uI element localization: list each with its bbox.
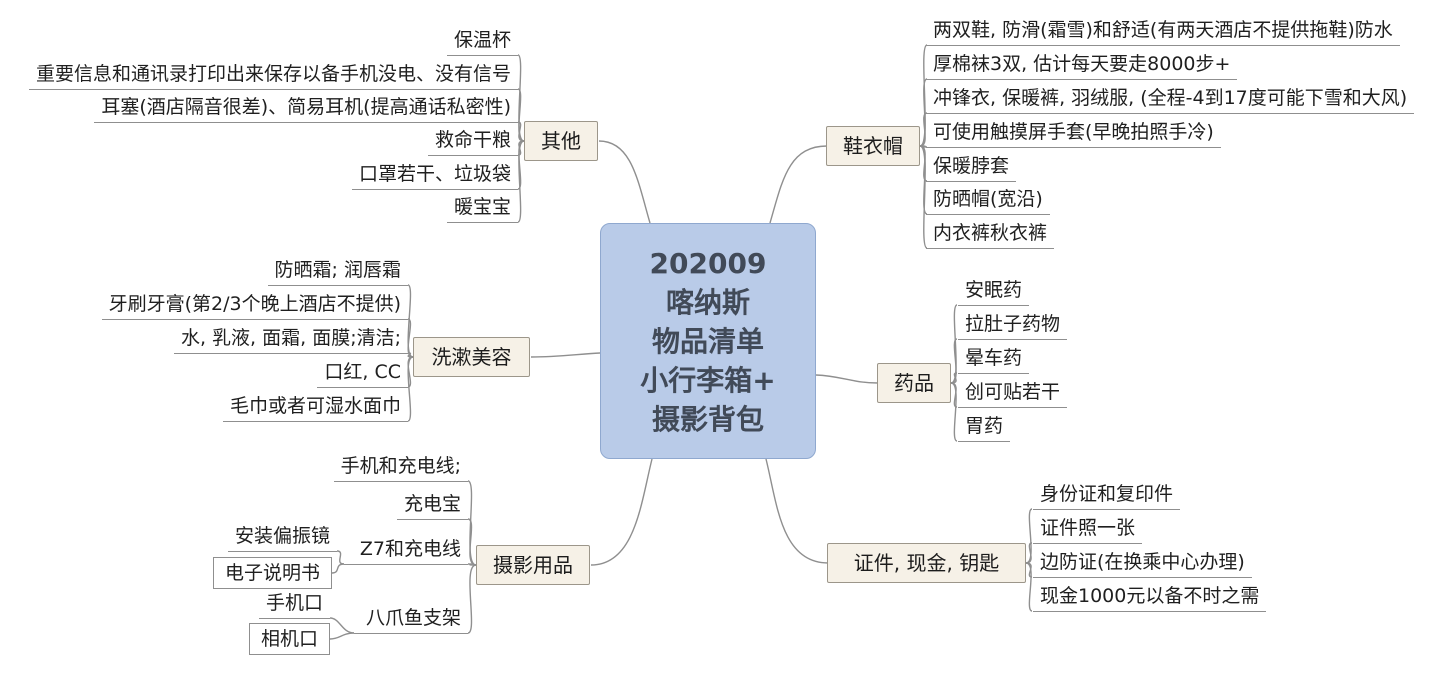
leaf-topic[interactable]: 内衣裤秋衣裤 — [926, 220, 1055, 249]
edge-line — [919, 145, 928, 249]
edges-other — [517, 54, 525, 223]
leaf-topic[interactable]: 冲锋衣, 保暖裤, 羽绒服, (全程-4到17度可能下雪和大风) — [926, 85, 1415, 114]
branch-topic-toiletries-beauty[interactable]: 洗漱美容 — [413, 337, 530, 377]
edge-line — [590, 458, 653, 566]
leaf-topic[interactable]: 两双鞋, 防滑(霜雪)和舒适(有两天酒店不提供拖鞋)防水 — [926, 17, 1400, 46]
edge-line — [815, 374, 879, 384]
edge-line — [769, 145, 828, 224]
edge-line — [765, 458, 829, 564]
leaf-topic[interactable]: 毛巾或者可湿水面巾 — [222, 393, 408, 422]
leaf-topic[interactable]: 重要信息和通讯录打印出来保存以备手机没电、没有信号 — [28, 61, 518, 90]
leaf-topic-boxed[interactable]: 电子说明书 — [212, 557, 332, 589]
edge-line — [950, 382, 958, 442]
edge-line — [329, 617, 355, 634]
leaf-topic[interactable]: 手机和充电线; — [333, 453, 468, 482]
leaf-topic[interactable]: 晕车药 — [958, 345, 1030, 374]
edge-line — [919, 112, 928, 147]
leaf-topic[interactable]: 创可贴若干 — [958, 379, 1068, 408]
branch-topic-documents-cash-keys[interactable]: 证件, 现金, 钥匙 — [827, 543, 1026, 583]
branch-topic-other[interactable]: 其他 — [524, 121, 598, 161]
leaf-topic[interactable]: 手机口 — [258, 590, 330, 619]
central-topic[interactable]: 202009 喀纳斯 物品清单 小行李箱+ 摄影背包 — [600, 223, 816, 459]
central-topic-line: 物品清单 — [651, 324, 764, 358]
edge-line — [407, 318, 414, 358]
leaf-topic[interactable]: 身份证和复印件 — [1033, 481, 1181, 510]
central-topic-line: 202009 — [649, 246, 767, 280]
edge-line — [467, 563, 477, 566]
edge-line — [598, 140, 651, 224]
leaf-topic[interactable]: 水, 乳液, 面霜, 面膜;清洁; — [173, 325, 408, 354]
leaf-topic[interactable]: 暖宝宝 — [446, 194, 518, 223]
central-topic-line: 摄影背包 — [651, 402, 764, 436]
leaf-topic[interactable]: 保温杯 — [446, 27, 518, 56]
edges-toiletries-beauty — [407, 284, 414, 422]
edge-line — [407, 356, 414, 422]
central-topic-line: 小行李箱+ — [640, 363, 776, 397]
leaf-topic[interactable]: 保暖脖套 — [926, 153, 1017, 182]
branch-topic-shoes-clothes-hats[interactable]: 鞋衣帽 — [826, 126, 920, 166]
leaf-topic[interactable]: 口罩若干、垃圾袋 — [351, 161, 518, 190]
leaf-topic[interactable]: 厚棉袜3双, 估计每天要走8000步+ — [926, 51, 1238, 80]
edge-line — [331, 563, 345, 574]
leaf-topic[interactable]: 口红, CC — [317, 359, 408, 388]
leaf-topic[interactable]: 安装偏振镜 — [227, 523, 337, 552]
edge-line — [1025, 542, 1033, 564]
leaf-topic[interactable]: 救命干粮 — [427, 127, 518, 156]
edges-shoes-clothes-hats — [919, 44, 928, 249]
leaf-topic[interactable]: 牙刷牙膏(第2/3个晚上酒店不提供) — [101, 291, 408, 320]
edges-medicine — [950, 304, 958, 442]
central-topic-line: 喀纳斯 — [665, 285, 750, 319]
edge-line — [950, 338, 958, 384]
leaf-topic[interactable]: 可使用触摸屏手套(早晚拍照手冷) — [926, 119, 1221, 148]
leaf-topic[interactable]: 八爪鱼支架 — [354, 605, 468, 634]
edge-line — [467, 564, 477, 634]
edge-line — [336, 550, 345, 565]
edge-line — [467, 518, 477, 566]
leaf-topic[interactable]: 充电宝 — [396, 491, 468, 520]
edges-center — [530, 140, 879, 566]
edge-line — [1025, 508, 1033, 564]
leaf-topic[interactable]: 证件照一张 — [1033, 515, 1143, 544]
leaf-topic[interactable]: 现金1000元以备不时之需 — [1033, 583, 1267, 612]
leaf-topic[interactable]: 边防证(在换乘中心办理) — [1033, 549, 1252, 578]
edges-photography — [329, 480, 477, 640]
edge-line — [1025, 562, 1033, 612]
leaf-topic[interactable]: 拉肚子药物 — [958, 311, 1068, 340]
edge-line — [517, 121, 525, 142]
leaf-topic[interactable]: Z7和充电线 — [344, 536, 468, 565]
leaf-topic[interactable]: 耳塞(酒店隔音很差)、简易耳机(提高通话私密性) — [94, 94, 518, 123]
edge-line — [517, 88, 525, 142]
leaf-topic[interactable]: 胃药 — [958, 413, 1011, 442]
leaf-topic-boxed[interactable]: 相机口 — [248, 623, 330, 655]
leaf-topic[interactable]: 防晒霜; 润唇霜 — [267, 257, 408, 286]
leaf-topic[interactable]: 安眠药 — [958, 277, 1030, 306]
branch-topic-photography[interactable]: 摄影用品 — [476, 545, 590, 585]
edge-line — [517, 140, 525, 223]
edge-line — [530, 352, 601, 358]
leaf-topic[interactable]: 防晒帽(宽沿) — [926, 186, 1050, 215]
edge-line — [329, 632, 355, 640]
edges-documents-cash-keys — [1025, 508, 1033, 612]
edge-line — [467, 480, 477, 566]
branch-topic-medicine[interactable]: 药品 — [877, 363, 951, 403]
